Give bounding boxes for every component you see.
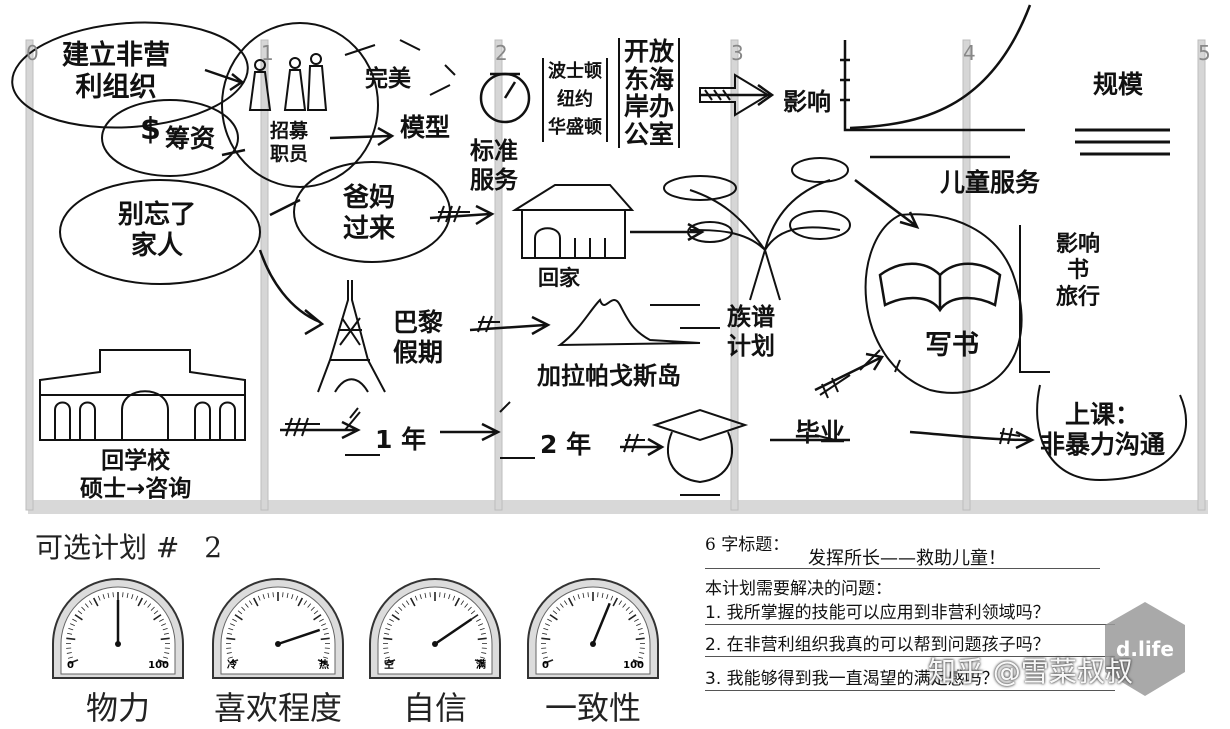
node-book: 写书 [925,330,979,362]
gauge-min-label: 冷 [227,658,237,671]
gauge-max-label: 满 [476,658,486,671]
eiffel-tower-icon [318,280,385,392]
title-value: 发挥所长——救助儿童！ [808,544,1006,570]
growth-curve-icon [840,5,1030,130]
board-base [28,500,1208,514]
node-scale: 规模 [1093,70,1143,100]
gauge-max-label: 热 [319,658,329,671]
open-book-icon [880,264,1000,310]
node-graduate: 毕业 [795,418,845,448]
node-book-side: 影响书旅行 [1056,232,1100,311]
plan-label-text: 可选计划 # [35,531,179,564]
node-genealogy: 族谱计划 [727,303,775,361]
gauge-name: 一致性 [513,683,673,729]
node-year1: 1 年 [375,425,426,455]
gauge-min-label: 0 [542,660,549,671]
node-child-service: 儿童服务 [940,168,1040,198]
house-icon [515,185,632,258]
node-office: 开放东海岸办公室 [618,38,680,148]
family-tree-icon [664,158,850,300]
node-model: 模型 [400,113,450,143]
tick-label: 5 [1198,41,1211,65]
plan-label: 可选计划 # 2 [35,526,222,566]
node-recruit: 招募职员 [270,120,308,166]
gauge-name: 物力 [38,683,198,729]
questions-heading: 本计划需要解决的问题： [705,574,892,599]
question-item: 2. 在非营利组织我真的可以帮到问题孩子吗？ [705,630,1050,655]
school-building-icon [40,350,245,440]
question-rule [705,624,1115,625]
node-influence: 影响 [783,88,831,117]
island-icon [560,300,700,345]
gauge-max-label: 100 [148,660,169,671]
tick-label: 1 [261,41,274,65]
gauge-min-label: 空 [384,658,394,671]
scale-lines-icon [1075,130,1170,154]
node-course: 上课：非暴力沟通 [1040,400,1165,460]
gauge-dial: 0 100 [520,566,666,686]
node-school: 回学校硕士→咨询 [80,448,191,503]
node-parents: 爸妈过来 [343,183,395,245]
decorative-strokes [345,40,1050,458]
gauge-dial: 冷热 [205,566,351,686]
gauge-dial: 0 100 [45,566,191,686]
gauge-name: 自信 [355,683,515,729]
node-cities: 波士顿纽约华盛顿 [542,58,608,142]
node-nonprofit: 建立非营利组织 [62,40,170,105]
node-year2: 2 年 [540,430,591,460]
watermark-text: 知乎 @雪菜叔叔 [928,655,1133,689]
question-rule [705,690,1115,691]
gauge-dial: 空满 [362,566,508,686]
tick-label: 4 [963,41,976,65]
gauge-name: 喜欢程度 [198,683,358,729]
title-label: 6 字标题： [705,530,789,555]
node-perfect: 完美 [365,66,411,94]
node-home: 回家 [538,266,580,291]
node-galapagos: 加拉帕戈斯岛 [537,362,681,391]
dollar-icon: $ [140,112,161,148]
node-standard: 标准服务 [470,137,518,195]
question-item: 1. 我所掌握的技能可以应用到非营利领域吗？ [705,598,1050,623]
stopwatch-icon [481,74,529,122]
title-rule [705,568,1100,569]
plan-number: 2 [204,531,222,564]
tick-label: 2 [495,41,508,65]
tick-label: 0 [26,41,39,65]
island-waves [650,305,720,328]
node-paris: 巴黎假期 [393,308,443,368]
node-family: 别忘了家人 [118,200,196,262]
node-fundraise: 筹资 [165,124,215,154]
tick-label: 3 [731,41,744,65]
gauge-min-label: 0 [67,660,74,671]
gauge-max-label: 100 [623,660,644,671]
